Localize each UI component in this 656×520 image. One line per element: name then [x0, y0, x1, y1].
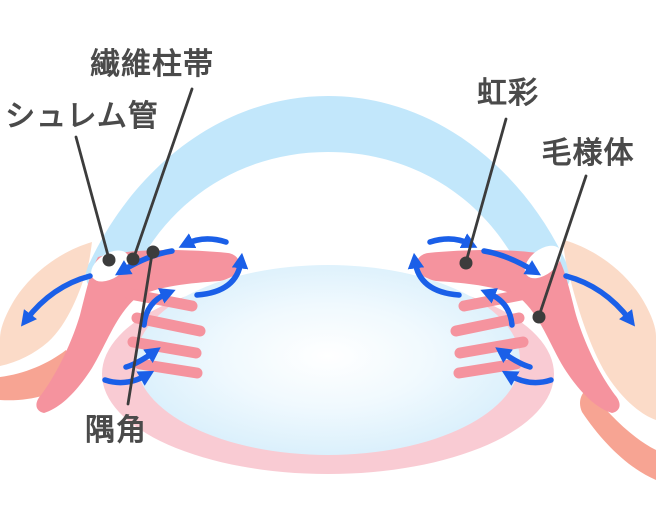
sclera-shadow-right-shape [580, 388, 656, 480]
ciliary-process [450, 312, 525, 337]
iris-right-shape [416, 250, 620, 413]
label-schlemm-canal: シュレム管 [5, 100, 159, 133]
label-trabecular-meshwork: 繊維柱帯 [90, 48, 214, 81]
dot-schlemm-canal [102, 253, 116, 267]
flow-arrow-into-trabecular-left [114, 248, 175, 276]
flow-arrow-pupil-left [194, 252, 249, 298]
flow-arrow-posterior-right-3 [501, 370, 554, 386]
ciliary-process [453, 358, 522, 379]
aqueous-flow-arrows [20, 233, 636, 386]
flow-arrow-outflow-right [563, 273, 636, 327]
lens-shape [136, 265, 520, 455]
ciliary-process [131, 312, 206, 337]
flow-arrow-posterior-left-1 [141, 288, 176, 328]
flow-arrow-to-angle-left [178, 233, 229, 249]
flow-arrow-pupil-right [407, 252, 462, 298]
sclera-left-shape [0, 242, 92, 366]
flow-arrow-outflow-left [20, 273, 93, 327]
dot-trabecular-meshwork [126, 252, 140, 266]
ciliary-process [134, 358, 203, 379]
label-iris: 虹彩 [477, 77, 539, 110]
dot-iris [459, 256, 473, 270]
ciliary-process [127, 336, 202, 359]
leader-ciliary-body [537, 174, 588, 318]
leader-iris [464, 117, 508, 264]
iris-left-shape [36, 250, 240, 413]
cornea-shape [85, 96, 571, 298]
label-ciliary-body: 毛様体 [542, 137, 635, 170]
leader-trabecular-meshwork [132, 87, 194, 259]
leader-lines [74, 87, 588, 406]
leader-angle [126, 252, 154, 406]
flow-arrow-posterior-left-3 [102, 370, 155, 386]
label-angle: 隅角 [85, 414, 147, 447]
ciliary-process [454, 336, 529, 359]
leader-dots [102, 245, 546, 324]
dot-ciliary-body [532, 310, 546, 324]
flow-arrow-posterior-right-1 [480, 288, 515, 328]
leader-schlemm-canal [74, 135, 111, 261]
dot-angle [146, 245, 160, 259]
flow-arrow-posterior-right-2 [495, 347, 533, 370]
flow-arrow-to-angle-right [427, 233, 478, 249]
flow-arrow-into-trabecular-right [481, 248, 542, 276]
flow-arrow-posterior-left-2 [123, 347, 161, 370]
